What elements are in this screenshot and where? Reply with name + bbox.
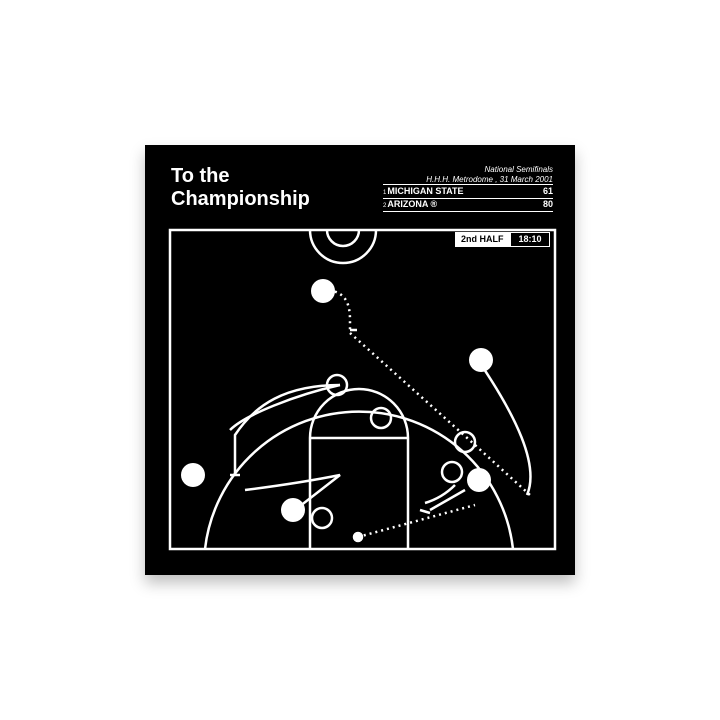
defender-marker <box>310 506 334 530</box>
center-inner-circle <box>325 229 361 248</box>
court-outline <box>168 228 557 551</box>
free-throw-circle <box>308 387 410 439</box>
event-name: National Semifinals <box>484 165 553 174</box>
poster: To the Championship National Semifinals … <box>145 145 575 575</box>
team-score: 80 <box>542 199 553 209</box>
team-row: 1MICHIGAN STATE 61 <box>383 184 553 199</box>
player-marker <box>467 468 491 492</box>
player-marker <box>469 348 493 372</box>
game-clock: 18:10 <box>510 232 550 247</box>
key <box>308 436 410 549</box>
cut-path <box>478 362 532 496</box>
three-point-arc <box>203 410 515 550</box>
team-seed: 2 <box>383 203 387 209</box>
title-line-2: Championship <box>171 188 310 210</box>
cut-path <box>424 484 466 512</box>
screen-path <box>233 383 341 475</box>
team-seed: 1 <box>383 190 387 196</box>
defender-marker <box>453 430 477 454</box>
player-marker <box>181 463 205 487</box>
pass-path <box>357 503 476 539</box>
player-marker <box>311 279 335 303</box>
screen-marks <box>230 328 431 515</box>
center-circle <box>308 229 378 265</box>
cut-path <box>229 383 341 431</box>
team-row: 2ARIZONA ® 80 <box>383 198 553 212</box>
venue-date: H.H.H. Metrodome , 31 March 2001 <box>426 175 553 184</box>
period-label: 2nd HALF <box>455 232 510 247</box>
team-score: 61 <box>542 186 553 196</box>
defender-marker <box>369 406 393 430</box>
defense-players <box>310 373 477 530</box>
title-line-1: To the <box>171 165 230 187</box>
game-info: National Semifinals H.H.H. Metrodome , 3… <box>383 165 553 185</box>
pass-path <box>322 288 352 333</box>
court-diagram <box>168 228 557 551</box>
poster-title: To the Championship <box>171 165 351 211</box>
team-name: ARIZONA ® <box>387 199 438 209</box>
offense-players <box>181 279 493 522</box>
cut-path <box>244 473 341 511</box>
defender-marker <box>325 373 349 397</box>
player-marker <box>281 498 305 522</box>
defender-marker <box>440 460 464 484</box>
pass-path <box>349 332 531 496</box>
team-name: MICHIGAN STATE <box>387 186 464 196</box>
